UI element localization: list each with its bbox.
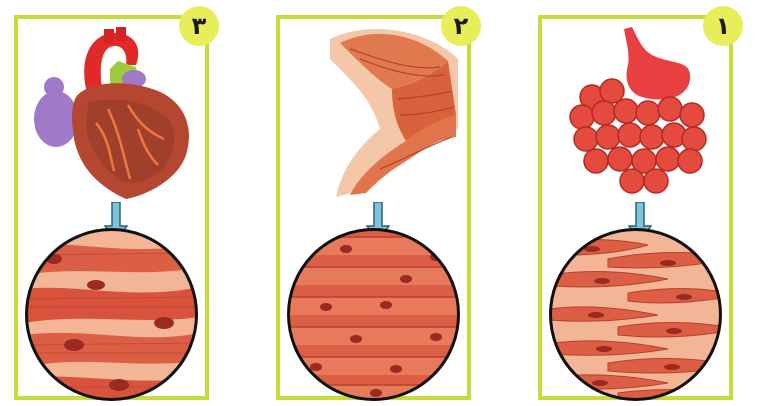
panel-cardiac: ۳ — [14, 15, 209, 400]
panel-smooth: ۱ — [538, 15, 733, 400]
cardiac-muscle-icon — [24, 227, 199, 402]
panel-skeletal: ۲ — [276, 15, 471, 400]
smooth-muscle-icon — [548, 227, 723, 402]
arm-muscle-icon — [280, 19, 467, 199]
digestive-system-icon — [542, 19, 729, 199]
heart-icon — [18, 19, 205, 199]
skeletal-muscle-icon — [286, 227, 461, 402]
